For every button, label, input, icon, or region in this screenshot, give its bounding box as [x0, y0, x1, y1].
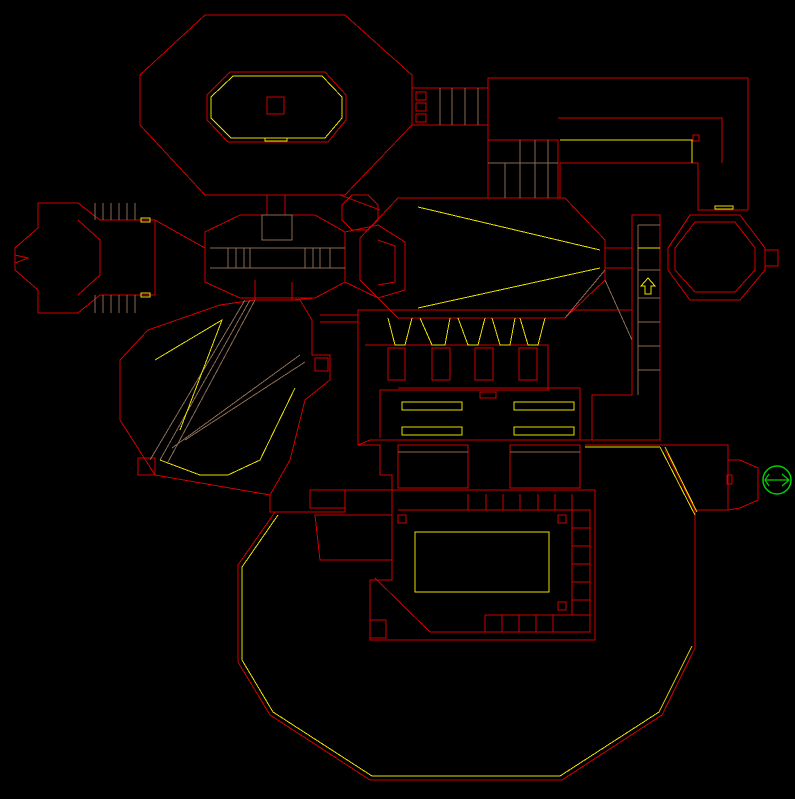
corridor-step: [415, 102, 427, 112]
stair-block: [488, 139, 559, 198]
courtyard-building: [369, 489, 596, 641]
arena-trim: [241, 514, 693, 777]
east-exit-rail: [659, 446, 698, 516]
upper-right-steps: [488, 140, 558, 198]
wedge-room: [359, 197, 606, 319]
central-pillar: [474, 347, 494, 381]
east-lift-steps: [637, 224, 660, 395]
lower-gallery: [509, 444, 581, 489]
spike-room-trim: [154, 318, 296, 476]
spike-room-ledges: [149, 299, 306, 463]
courtyard-pool: [414, 531, 550, 593]
south-connector: [358, 444, 393, 490]
upper-right-building: [487, 77, 749, 211]
corridor-step: [415, 113, 427, 123]
south-arena: [237, 510, 696, 781]
west-wing-notch: [14, 254, 30, 264]
courtyard-steps-bottom: [484, 614, 590, 632]
octagon-inner-trim: [210, 75, 343, 139]
player-ring: [762, 465, 792, 495]
south-connector: [314, 514, 393, 561]
wedge-room-door: [344, 224, 406, 299]
hub-connector: [154, 194, 381, 249]
gallery-bench: [401, 401, 463, 411]
central-complex-niche: [479, 391, 497, 399]
west-wing-stairs: [94, 295, 136, 313]
central-hub: [204, 214, 346, 299]
up-arrow-icon: [639, 277, 657, 295]
wedge-beam-top: [417, 206, 601, 251]
central-pillar: [518, 347, 538, 381]
wedge-room-inner-door: [377, 239, 396, 286]
east-rotunda-inner: [674, 221, 756, 293]
hub-east-steps: [304, 248, 331, 268]
west-wing-stairs: [94, 203, 136, 220]
upper-corridor-steps: [439, 88, 479, 125]
upper-right-switch: [692, 134, 700, 142]
solid-walls: [14, 14, 779, 781]
octagon-hall-outer: [139, 14, 413, 196]
wedge-room-rays: [564, 269, 633, 341]
east-rotunda: [667, 214, 766, 301]
spike-room-switch: [314, 357, 329, 372]
south-connector: [309, 489, 346, 509]
hub-steps: [210, 214, 345, 269]
west-wing-switch: [140, 292, 151, 298]
gallery-bench: [513, 401, 575, 411]
upper-right-inner: [558, 117, 723, 163]
upper-stair-corridor: [412, 87, 489, 126]
central-pillar-trim: [387, 317, 546, 346]
central-complex-inner: [365, 344, 549, 438]
steps-and-ledges: [94, 88, 660, 463]
west-wing: [14, 202, 156, 314]
west-wing-switch: [140, 217, 151, 223]
east-rotunda-door: [764, 249, 779, 267]
octagon-door: [264, 137, 288, 142]
octagon-hall-inner: [206, 71, 347, 143]
east-exit-gate: [727, 445, 759, 511]
east-exit-hall: [585, 444, 729, 511]
hub-south-door: [254, 280, 316, 301]
player-marker[interactable]: [762, 465, 792, 495]
player-arrow-icon: [764, 473, 790, 487]
gallery-bench: [401, 426, 463, 436]
south-passage: [320, 314, 359, 323]
special-lines: [140, 75, 734, 777]
west-wing-inner: [77, 219, 101, 296]
central-pillar: [431, 347, 451, 381]
courtyard-corner-block: [397, 514, 407, 524]
central-complex: [357, 309, 633, 446]
wedge-beam-bottom: [417, 267, 601, 309]
hub-west-steps: [227, 248, 251, 268]
octagon-center-pillar: [266, 96, 285, 115]
upper-right-trim: [560, 139, 693, 163]
spike-room: [119, 299, 331, 496]
corridor-step: [415, 91, 427, 101]
south-connector: [269, 489, 392, 513]
east-exit-switch: [726, 474, 733, 485]
courtyard-corner-block: [557, 514, 567, 524]
hub-north-door: [266, 195, 286, 215]
courtyard-corner-block: [557, 601, 567, 611]
courtyard-steps-top: [467, 494, 573, 510]
spike-room-pedestal: [137, 457, 156, 476]
courtyard-corner-block: [369, 619, 387, 639]
lower-gallery: [397, 444, 469, 489]
central-pillar: [387, 347, 406, 381]
courtyard-inner: [374, 509, 591, 633]
courtyard-steps-right: [571, 509, 590, 615]
gallery-bench: [513, 426, 575, 436]
upper-right-door: [714, 205, 734, 210]
east-connector: [605, 247, 633, 269]
central-complex-floor: [398, 387, 581, 440]
